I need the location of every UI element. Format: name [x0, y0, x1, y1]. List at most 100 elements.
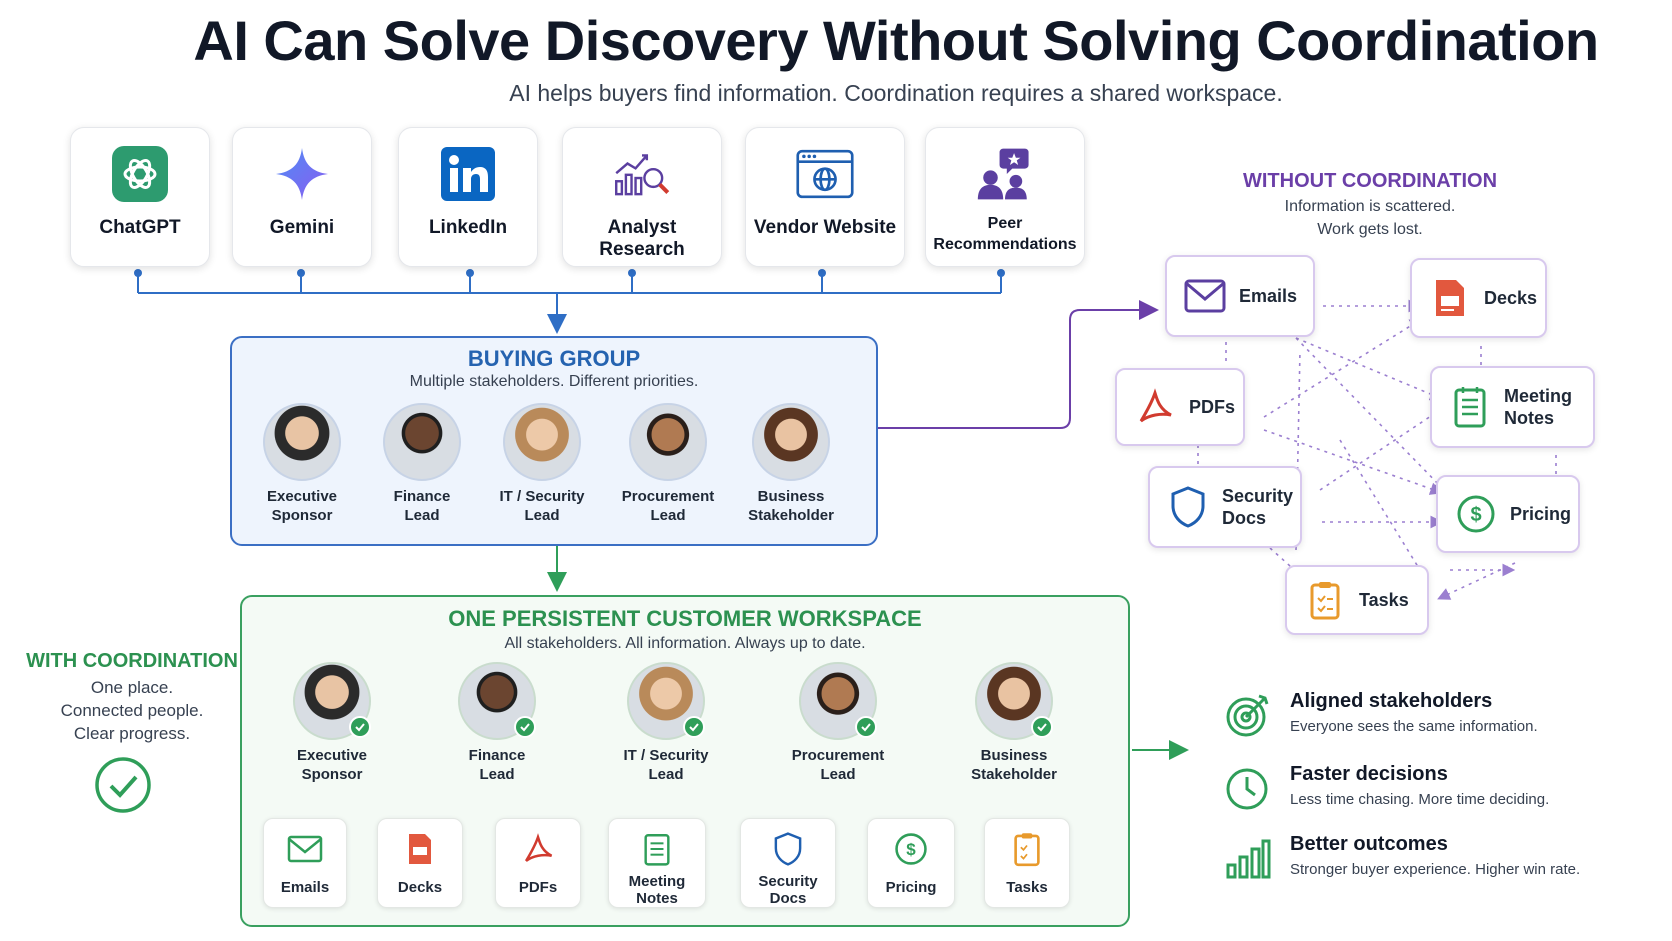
person-name-line2: Lead: [404, 507, 440, 524]
chatgpt-logo-icon: [111, 145, 169, 203]
item-label: Decks: [397, 879, 443, 896]
verified-check-icon: [855, 716, 877, 738]
person-name-line1: Finance: [468, 747, 526, 764]
without-coordination-line: Work gets lost.: [1317, 221, 1423, 238]
with-coordination-line: One place.: [90, 678, 174, 697]
buying-group-subtitle: Multiple stakeholders. Different priorit…: [409, 373, 699, 390]
without-coordination-title: WITHOUT COORDINATION: [1242, 170, 1498, 192]
source-label: Vendor Website: [753, 217, 897, 238]
workspace-item-decks: Decks: [377, 818, 463, 908]
page-subtitle: AI helps buyers find information. Coordi…: [509, 80, 1283, 106]
svg-text:$: $: [906, 840, 916, 859]
linkedin-logo-icon: [439, 145, 497, 203]
workspace-item-pdfs: PDFs: [495, 818, 581, 908]
item-label: Docs: [1222, 508, 1267, 528]
source-label: LinkedIn: [428, 217, 508, 238]
dollar-circle-icon: $: [1454, 492, 1498, 536]
gemini-sparkle-icon: [273, 145, 331, 203]
clock-icon: [1225, 765, 1271, 811]
dollar-circle-icon: $: [891, 831, 931, 867]
verified-check-icon: [1031, 716, 1053, 738]
verified-check-icon: [349, 716, 371, 738]
envelope-icon: [1183, 274, 1227, 318]
browser-globe-icon: [796, 145, 854, 203]
benefit-description: Stronger buyer experience. Higher win ra…: [1290, 861, 1581, 878]
avatar: [627, 662, 705, 740]
check-circle-icon: [94, 756, 152, 819]
benefit-title: Better outcomes: [1290, 833, 1448, 855]
item-label: Security: [758, 873, 818, 890]
workspace-item-pricing: $ Pricing: [867, 818, 955, 908]
person-name-line1: IT / Security: [623, 747, 709, 764]
source-card-analyst-research: Analyst Research: [562, 127, 722, 267]
bar-chart-icon: [1225, 835, 1271, 881]
verified-check-icon: [683, 716, 705, 738]
item-label: PDFs: [518, 879, 558, 896]
item-label: Meeting: [1504, 386, 1573, 406]
pdf-icon: [518, 831, 558, 867]
person-name-line1: Procurement: [791, 747, 885, 764]
benefit-faster-decisions: Faster decisions Less time chasing. More…: [1225, 763, 1645, 817]
workspace-item-emails: Emails: [263, 818, 347, 908]
clipboard-check-icon: [1303, 578, 1347, 622]
item-label: Pricing: [885, 879, 937, 896]
benefit-better-outcomes: Better outcomes Stronger buyer experienc…: [1225, 833, 1645, 887]
benefit-title: Aligned stakeholders: [1290, 690, 1493, 712]
clipboard-check-icon: [1007, 831, 1047, 867]
person-name-line2: Lead: [820, 766, 856, 783]
person-name-line2: Sponsor: [271, 507, 333, 524]
item-label: Emails: [280, 879, 330, 896]
people-star-icon: [976, 145, 1034, 203]
workspace-item-tasks: Tasks: [984, 818, 1070, 908]
person-name-line2: Lead: [524, 507, 560, 524]
source-card-gemini: Gemini: [232, 127, 372, 267]
item-label: Notes: [1504, 408, 1555, 428]
source-label: ChatGPT: [99, 217, 181, 238]
with-coordination-line: Clear progress.: [73, 724, 191, 743]
verified-check-icon: [514, 716, 536, 738]
avatar: [383, 403, 461, 481]
item-label: Notes: [636, 890, 678, 907]
pdf-icon: [1133, 385, 1177, 429]
target-icon: [1225, 692, 1271, 738]
source-card-chatgpt: ChatGPT: [70, 127, 210, 267]
deck-document-icon: [400, 831, 440, 867]
source-label: Analyst Research: [599, 217, 685, 260]
benefit-title: Faster decisions: [1290, 763, 1448, 785]
page-title: AI Can Solve Discovery Without Solving C…: [193, 9, 1599, 72]
person-name-line2: Lead: [479, 766, 515, 783]
item-label: Tasks: [1006, 879, 1048, 896]
item-label: Emails: [1239, 286, 1298, 306]
avatar: [752, 403, 830, 481]
svg-text:$: $: [1470, 504, 1481, 526]
person-name-line2: Lead: [650, 507, 686, 524]
buying-group-title: BUYING GROUP: [467, 346, 641, 371]
person-name-line2: Lead: [648, 766, 684, 783]
source-card-vendor-website: Vendor Website: [745, 127, 905, 267]
person-name-line1: Executive: [296, 747, 368, 764]
avatar: [975, 662, 1053, 740]
notes-icon: [637, 831, 677, 867]
avatar: [458, 662, 536, 740]
workspace-title: ONE PERSISTENT CUSTOMER WORKSPACE: [448, 606, 922, 631]
item-label: Docs: [769, 890, 807, 907]
shield-icon: [1166, 485, 1210, 529]
source-card-peer-recommendations: Peer Recommendations: [925, 127, 1085, 267]
scattered-card-pdfs: PDFs: [1115, 368, 1245, 446]
person-name-line2: Stakeholder: [748, 507, 834, 524]
source-label: Peer Recommendations: [933, 215, 1077, 253]
source-label: Gemini: [269, 217, 335, 238]
chart-magnifier-icon: [613, 145, 671, 203]
item-label: Pricing: [1510, 504, 1572, 524]
scattered-card-pricing: $ Pricing: [1436, 475, 1580, 553]
scattered-card-emails: Emails: [1165, 255, 1315, 337]
